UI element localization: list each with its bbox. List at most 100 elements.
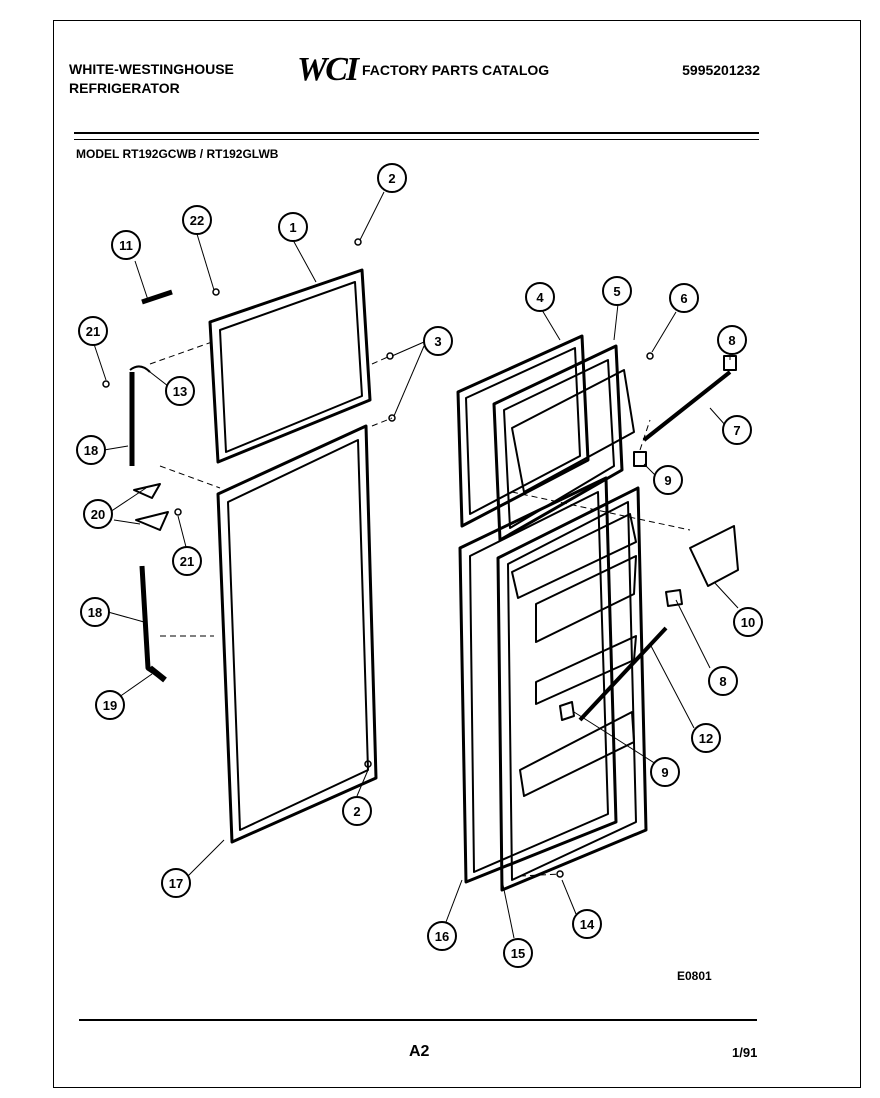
callout-label: 3 <box>434 334 441 349</box>
callout-circle <box>95 690 125 720</box>
header-rule-thin <box>74 139 759 140</box>
footer-rule <box>79 1019 757 1021</box>
callout-c4: 4 <box>525 282 555 312</box>
wci-logo: WCI <box>297 51 359 88</box>
callout-label: 21 <box>86 324 100 339</box>
callout-label: 15 <box>511 946 525 961</box>
callout-circle <box>377 163 407 193</box>
freezer-door-gasket <box>208 268 372 464</box>
callout-circle <box>708 666 738 696</box>
callout-label: 10 <box>741 615 755 630</box>
callout-circle <box>572 909 602 939</box>
callout-c18b: 18 <box>80 597 110 627</box>
callout-c9a: 9 <box>653 465 683 495</box>
header-rule-thick <box>74 132 759 134</box>
callout-c15: 15 <box>503 938 533 968</box>
callout-c18a: 18 <box>76 435 106 465</box>
callout-circle <box>602 276 632 306</box>
callout-c2a: 2 <box>377 163 407 193</box>
catalog-part-number: 5995201232 <box>682 62 760 78</box>
callout-c9b: 9 <box>650 757 680 787</box>
callout-circle <box>172 546 202 576</box>
callout-label: 5 <box>613 284 620 299</box>
callout-c22: 22 <box>182 205 212 235</box>
handle-parts-left <box>129 289 173 683</box>
callout-label: 2 <box>353 804 360 819</box>
callout-c10: 10 <box>733 607 763 637</box>
callout-c14: 14 <box>572 909 602 939</box>
callout-circle <box>717 325 747 355</box>
callout-label: 16 <box>435 929 449 944</box>
callout-circle <box>342 796 372 826</box>
callout-c17: 17 <box>161 868 191 898</box>
callout-label: 12 <box>699 731 713 746</box>
callout-c5: 5 <box>602 276 632 306</box>
fresh-food-door-assembly <box>458 476 648 892</box>
callout-label: 19 <box>103 698 117 713</box>
callout-label: 8 <box>719 674 726 689</box>
callout-circle <box>80 597 110 627</box>
callout-label: 7 <box>733 423 740 438</box>
callout-label: 11 <box>119 238 133 253</box>
revision-date: 1/91 <box>732 1045 758 1060</box>
callout-label: 22 <box>190 213 204 228</box>
callout-circle <box>165 376 195 406</box>
callout-c16: 16 <box>427 921 457 951</box>
callout-circle <box>722 415 752 445</box>
callout-circle <box>182 205 212 235</box>
callout-label: 17 <box>169 876 183 891</box>
callout-c13: 13 <box>165 376 195 406</box>
callout-label: 8 <box>728 333 735 348</box>
callout-label: 9 <box>661 765 668 780</box>
callout-label: 1 <box>289 220 296 235</box>
callout-label: 18 <box>84 443 98 458</box>
callout-label: 18 <box>88 605 102 620</box>
callout-c1: 1 <box>278 212 308 242</box>
fresh-food-door-gasket <box>216 424 378 844</box>
brand-name: WHITE-WESTINGHOUSE <box>69 61 234 77</box>
callout-circle <box>691 723 721 753</box>
callout-circle <box>650 757 680 787</box>
callout-c7: 7 <box>722 415 752 445</box>
callout-label: 20 <box>91 507 105 522</box>
callout-circle <box>76 435 106 465</box>
callout-circle <box>278 212 308 242</box>
callout-label: 13 <box>173 384 187 399</box>
callout-c2b: 2 <box>342 796 372 826</box>
product-type: REFRIGERATOR <box>69 80 180 96</box>
callout-c12: 12 <box>691 723 721 753</box>
right-small-parts <box>559 355 739 722</box>
callout-label: 21 <box>180 554 194 569</box>
callout-label: 9 <box>664 473 671 488</box>
callout-circle <box>111 230 141 260</box>
callout-c8b: 8 <box>708 666 738 696</box>
callout-circle <box>427 921 457 951</box>
callout-circle <box>161 868 191 898</box>
callout-c11: 11 <box>111 230 141 260</box>
callout-circle <box>669 283 699 313</box>
callout-c8a: 8 <box>717 325 747 355</box>
callout-circle <box>83 499 113 529</box>
callout-circle <box>423 326 453 356</box>
callout-label: 6 <box>680 291 687 306</box>
leader-lines <box>93 191 739 939</box>
callout-label: 14 <box>580 917 595 932</box>
freezer-door-assembly <box>456 334 635 542</box>
page-label: A2 <box>409 1043 430 1060</box>
callout-circle <box>525 282 555 312</box>
callout-label: 4 <box>536 290 544 305</box>
callout-c6: 6 <box>669 283 699 313</box>
catalog-title: FACTORY PARTS CATALOG <box>362 62 550 78</box>
callout-circle <box>78 316 108 346</box>
callout-circle <box>733 607 763 637</box>
callout-c3: 3 <box>423 326 453 356</box>
callout-c21a: 21 <box>78 316 108 346</box>
callout-c20: 20 <box>83 499 113 529</box>
callout-circle <box>503 938 533 968</box>
diagram-code: E0801 <box>677 969 712 983</box>
callout-label: 2 <box>388 171 395 186</box>
callout-c19: 19 <box>95 690 125 720</box>
callout-c21b: 21 <box>172 546 202 576</box>
assembly-lines <box>149 341 691 877</box>
